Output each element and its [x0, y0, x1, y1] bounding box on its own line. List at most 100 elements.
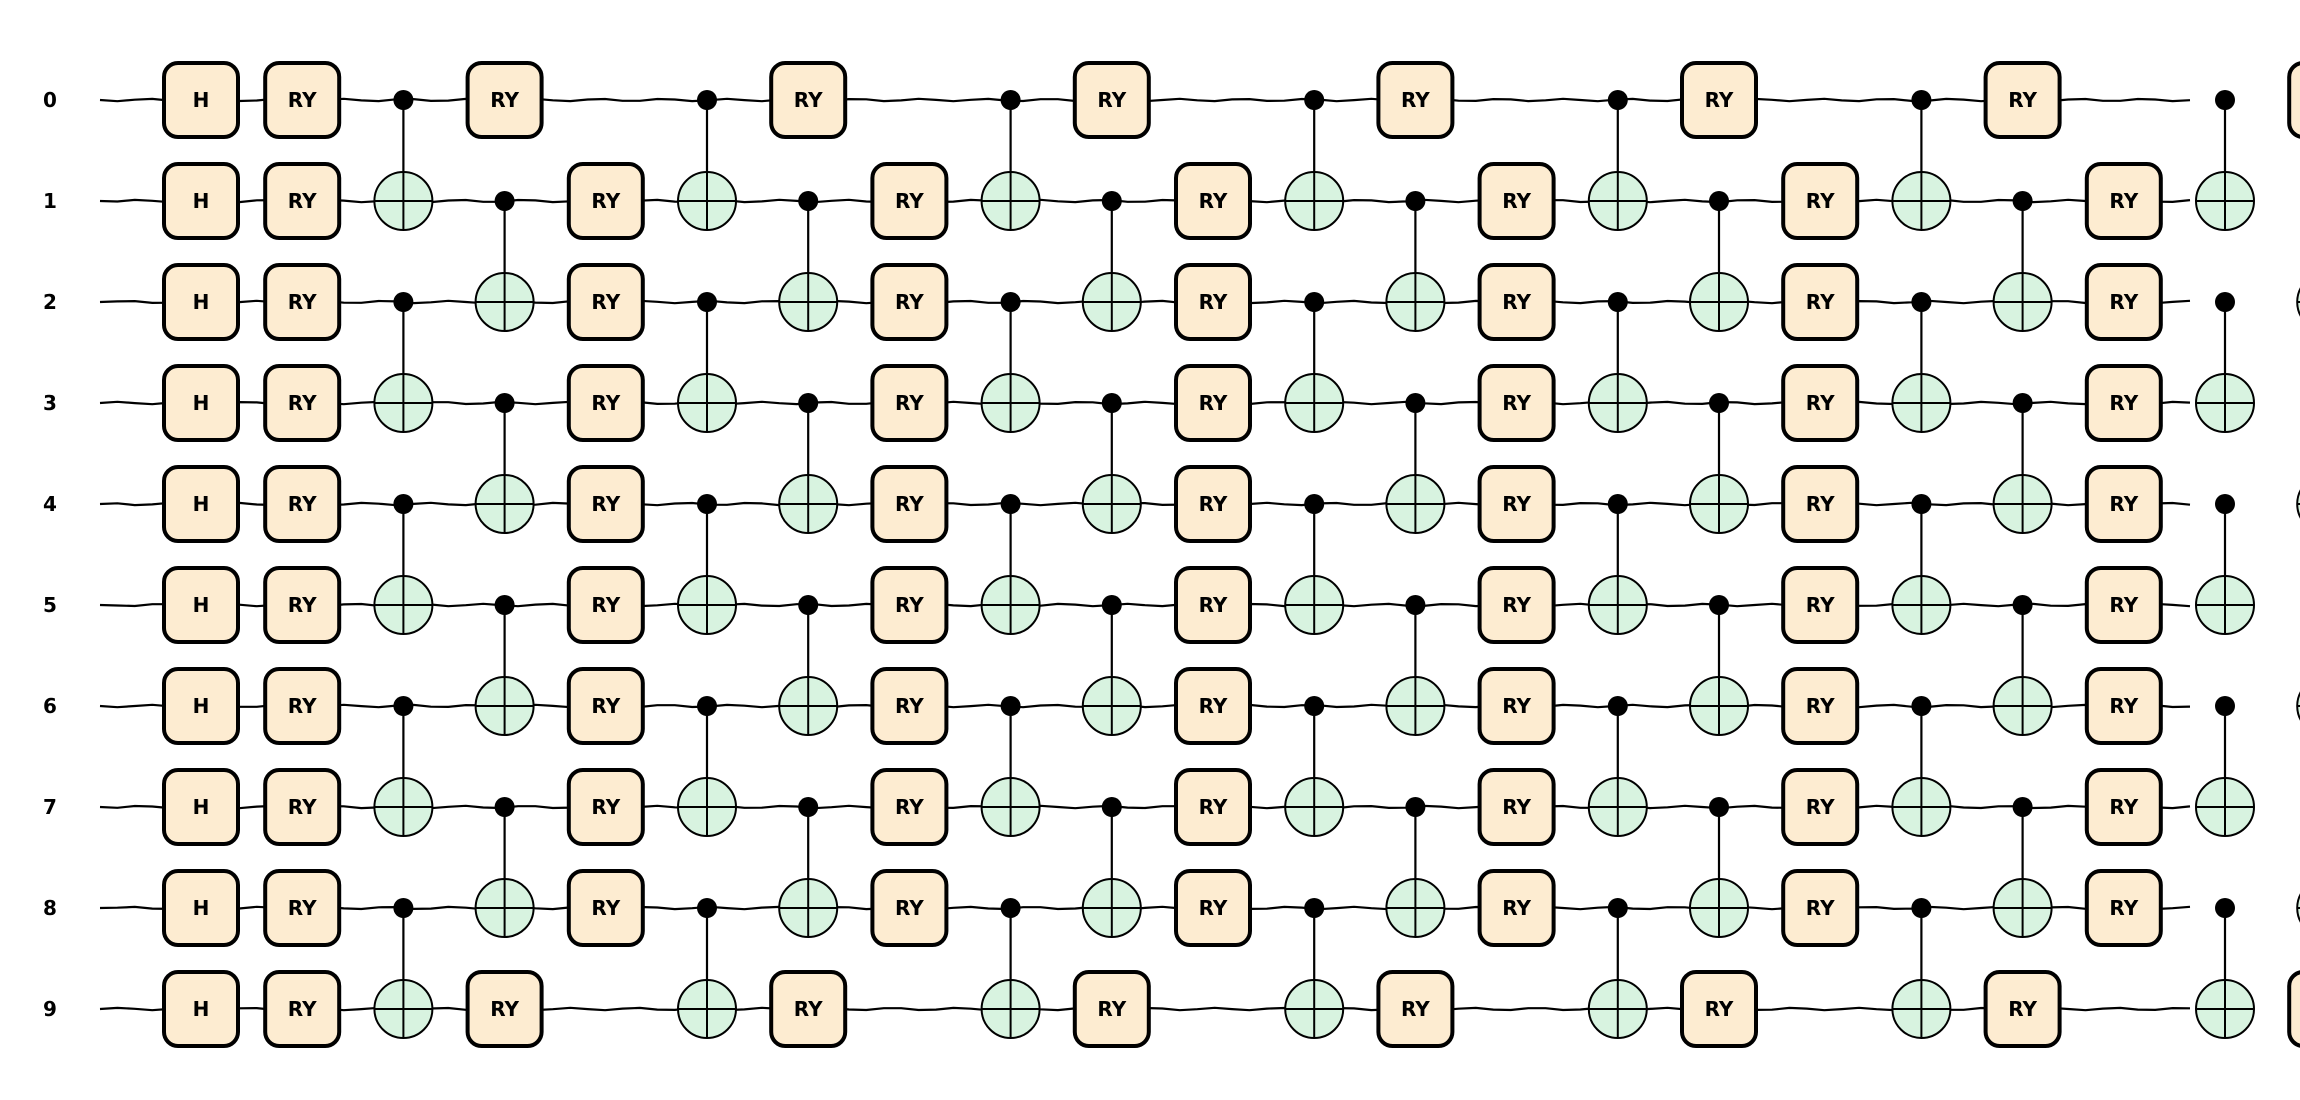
gates-layer: HHHHHHHHHHRYRYRYRYRYRYRYRYRYRYRYRYRYRYRY… [162, 61, 2300, 1048]
cnot-L2-q2-q3-target [373, 373, 434, 433]
gate-ry-L10-q2: RY [1174, 263, 1252, 341]
gate-ry-L1-q9: RY [263, 970, 342, 1048]
cnot-L12-q1-q2-target [1385, 272, 1446, 332]
gate-h-L0-q0: H [162, 61, 240, 139]
gate-ry-L10-q6: RY [1174, 667, 1252, 745]
gate-ry-L16-q1-box [1781, 162, 1860, 240]
qubit-wire-2 [99, 299, 2191, 305]
gate-h-L0-q0-box [162, 61, 240, 139]
gate-ry-L7-q6-box [870, 667, 949, 745]
cnot-L20-q2-q3-target [2195, 373, 2255, 433]
cnot-L6-q3-q4-control-dot [798, 393, 819, 413]
gate-ry-L16-q6: RY [1781, 667, 1860, 745]
cnot-L2-q6-q7-control-dot [393, 696, 414, 716]
gate-ry-L7-q3: RY [870, 364, 949, 442]
gate-ry-L10-q6-box [1174, 667, 1252, 745]
cnot-L9-q1-q2-target [1081, 272, 1142, 332]
gate-ry-L10-q3-box [1174, 364, 1252, 442]
gate-ry-L7-q4: RY [870, 465, 949, 543]
cnot-L20-q6-q7-control-dot [2215, 696, 2235, 716]
gate-ry-L19-q3-label: RY [2109, 391, 2138, 415]
gate-ry-L15-q0-label: RY [1705, 88, 1734, 112]
gate-ry-L16-q5: RY [1781, 566, 1860, 644]
gate-ry-L10-q8-box [1174, 869, 1252, 947]
wires-layer [99, 97, 2191, 1012]
gate-ry-L1-q3-box [263, 364, 342, 442]
gate-ry-L4-q5-label: RY [591, 593, 620, 617]
gate-ry-L19-q4: RY [2084, 465, 2163, 543]
cnot-L18-q1-q2-target [1992, 272, 2053, 332]
gate-ry-L15-q9-box [1680, 970, 1758, 1048]
cnot-L8-q2-q3-control-dot [1000, 292, 1021, 312]
gate-ry-L1-q7-box [263, 768, 342, 846]
cnot-L3-q7-q8-target [474, 878, 535, 938]
gate-ry-L4-q5-box [566, 566, 645, 644]
cnot-L5-q6-q7-target [677, 777, 737, 837]
cnot-L2-q6-q7-target [373, 777, 434, 837]
cnot-L6-q7-q8-target [778, 878, 839, 938]
gate-ry-L21-q0-box [2287, 61, 2300, 139]
gate-h-L0-q2: H [162, 263, 240, 341]
cnot-L9-q3-q4-control-dot [1101, 393, 1122, 413]
cnot-L8-q4-q5-target [980, 575, 1041, 635]
gate-ry-L4-q6-label: RY [591, 694, 620, 718]
gate-ry-L1-q2: RY [263, 263, 342, 341]
cnot-L14-q8-q9-target [1587, 979, 1648, 1039]
gate-ry-L21-q9: RY [2287, 970, 2300, 1048]
gate-ry-L9-q9-box [1072, 970, 1151, 1048]
gate-ry-L6-q0-label: RY [794, 88, 823, 112]
cnot-L18-q7-q8-control-dot [2012, 797, 2033, 817]
gate-ry-L10-q8: RY [1174, 869, 1252, 947]
gate-ry-L13-q3-box [1477, 364, 1556, 442]
gate-ry-L1-q1: RY [263, 162, 342, 240]
gate-ry-L16-q5-label: RY [1806, 593, 1835, 617]
gate-ry-L13-q5-box [1477, 566, 1556, 644]
cnot-L12-q7-q8-control-dot [1405, 797, 1426, 817]
gate-h-L0-q5: H [162, 566, 240, 644]
gate-ry-L7-q1: RY [870, 162, 949, 240]
gate-ry-L4-q8: RY [566, 869, 645, 947]
gate-ry-L1-q3-label: RY [288, 391, 317, 415]
gate-ry-L1-q9-box [263, 970, 342, 1048]
gate-ry-L13-q7-label: RY [1502, 795, 1531, 819]
gate-ry-L10-q5: RY [1174, 566, 1252, 644]
cnot-L15-q7-q8-control-dot [1709, 797, 1729, 817]
gate-h-L0-q6-label: H [193, 694, 210, 718]
wire-label-1: 1 [43, 189, 57, 213]
gate-ry-L19-q8: RY [2084, 869, 2163, 947]
gate-h-L0-q7: H [162, 768, 240, 846]
gate-ry-L16-q7-label: RY [1806, 795, 1835, 819]
wire-label-2: 2 [43, 290, 57, 314]
gate-ry-L1-q8-box [263, 869, 342, 947]
gate-ry-L13-q4-label: RY [1502, 492, 1531, 516]
cnot-L5-q6-q7-control-dot [697, 696, 717, 716]
cnot-L11-q6-q7-target [1284, 777, 1345, 837]
gate-ry-L6-q0: RY [769, 61, 848, 139]
gate-ry-L18-q0: RY [1983, 61, 2062, 139]
cnot-L14-q6-q7-control-dot [1607, 696, 1628, 716]
gate-ry-L19-q2-label: RY [2109, 290, 2138, 314]
gate-ry-L10-q8-label: RY [1199, 896, 1228, 920]
gate-ry-L13-q6: RY [1477, 667, 1556, 745]
cnot-L2-q8-q9-target [373, 979, 434, 1039]
gate-ry-L16-q2-box [1781, 263, 1860, 341]
gate-ry-L15-q0-box [1680, 61, 1758, 139]
gate-ry-L4-q1-label: RY [591, 189, 620, 213]
gate-ry-L3-q9-label: RY [490, 997, 519, 1021]
gate-ry-L12-q9: RY [1376, 970, 1455, 1048]
gate-h-L0-q8: H [162, 869, 240, 947]
gate-ry-L4-q1: RY [566, 162, 645, 240]
cnot-L9-q7-q8-control-dot [1101, 797, 1122, 817]
cnot-L12-q1-q2-control-dot [1405, 191, 1426, 211]
cnot-L12-q3-q4-control-dot [1405, 393, 1426, 413]
gate-ry-L19-q5-box [2084, 566, 2163, 644]
gate-h-L0-q3-label: H [193, 391, 210, 415]
connectors-layer [402, 100, 2227, 1009]
wire-label-5: 5 [43, 593, 57, 617]
gate-ry-L19-q6-label: RY [2109, 694, 2138, 718]
gate-ry-L12-q9-label: RY [1401, 997, 1430, 1021]
gate-ry-L10-q4-label: RY [1199, 492, 1228, 516]
gate-ry-L1-q5-label: RY [288, 593, 317, 617]
cnot-L14-q6-q7-target [1587, 777, 1648, 837]
cnot-L5-q8-q9-control-dot [697, 898, 717, 918]
